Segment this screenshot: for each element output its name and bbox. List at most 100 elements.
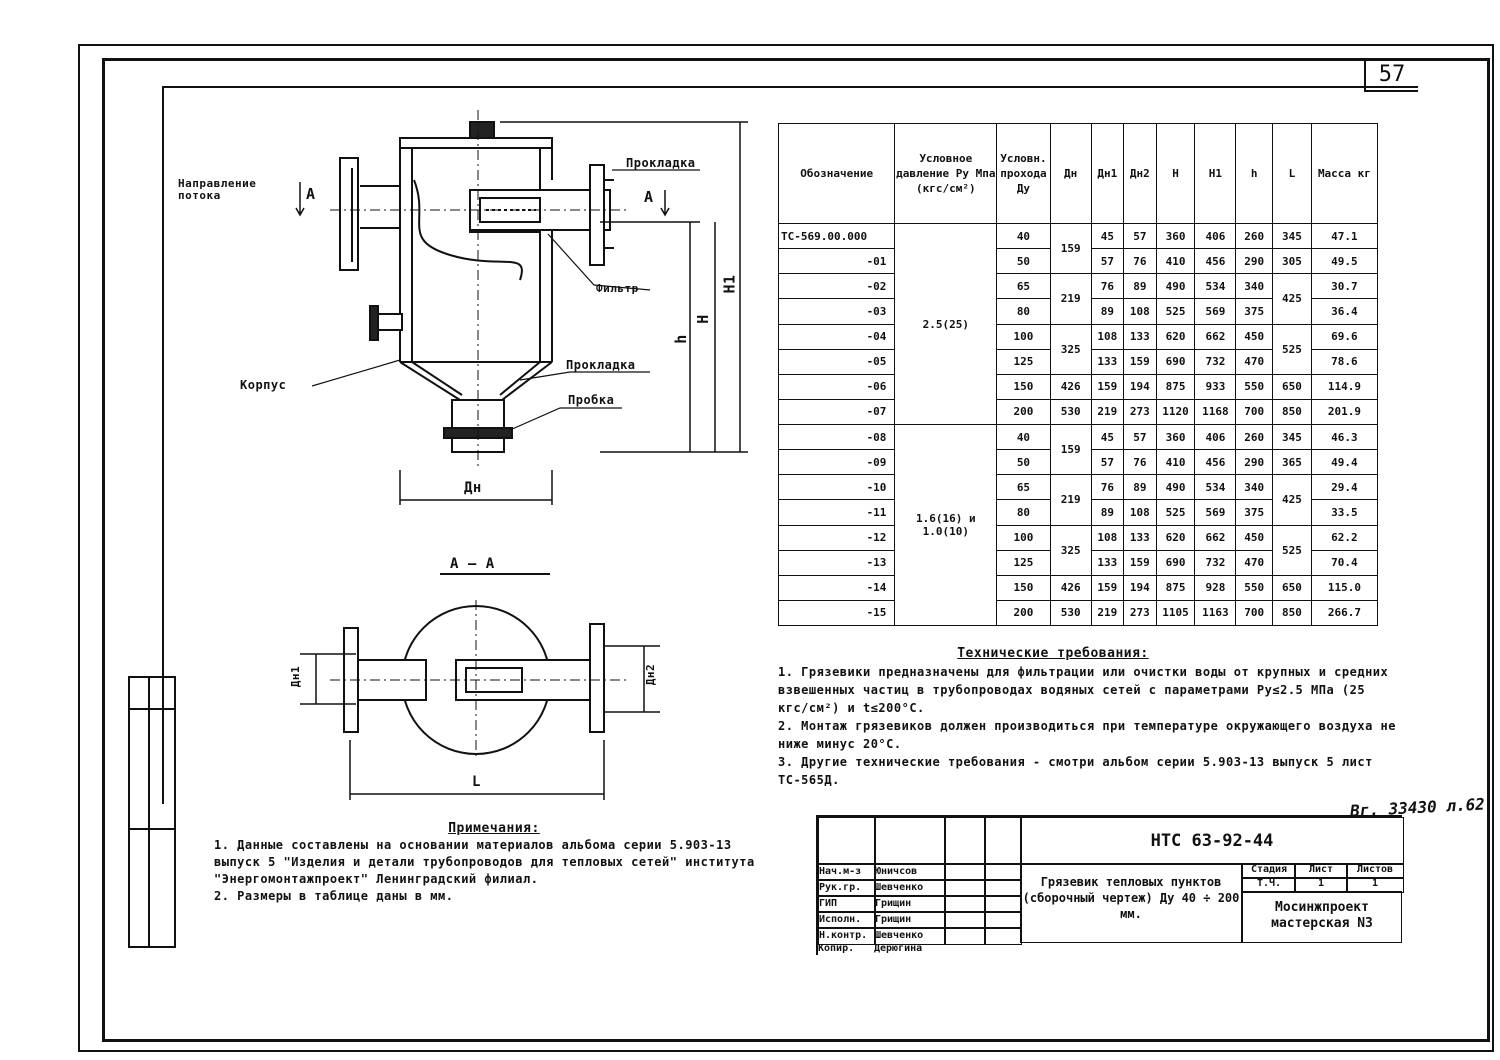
cell-designation: -10	[777, 474, 896, 501]
th-h: h	[1235, 123, 1274, 224]
cell-dn: 325	[1049, 524, 1092, 576]
cell-bore: 80	[996, 298, 1051, 325]
cell-bore: 50	[996, 449, 1051, 476]
cell-mass: 30.7	[1310, 273, 1379, 300]
cell-bore: 65	[996, 273, 1051, 300]
cell-H: 690	[1155, 549, 1196, 576]
cell-dn1: 133	[1090, 549, 1125, 576]
cell-H1: 406	[1194, 222, 1237, 250]
cell-dn2: 76	[1123, 449, 1157, 476]
cell-mass: 70.4	[1310, 549, 1379, 576]
cell-dn2: 89	[1123, 273, 1157, 300]
cell-L: 850	[1272, 398, 1312, 426]
cell-L: 525	[1272, 524, 1312, 576]
th-dn: Дн	[1049, 123, 1092, 224]
cell-bore: 40	[996, 423, 1051, 451]
signature-cell	[944, 911, 986, 929]
cell-h: 450	[1235, 524, 1274, 551]
cell-dn: 530	[1049, 599, 1092, 627]
section-title: А — А	[450, 556, 495, 572]
cell-bore: 40	[996, 222, 1051, 250]
cell-H1: 534	[1194, 273, 1237, 300]
dim-dn-label: Дн	[464, 480, 482, 496]
date-cell	[984, 863, 1022, 881]
cell-dn: 426	[1049, 373, 1092, 400]
cell-H1: 662	[1194, 524, 1237, 551]
date-cell	[984, 879, 1022, 897]
cell-dn: 219	[1049, 474, 1092, 526]
cell-designation: -14	[777, 574, 896, 601]
signer-role: ГИП	[818, 895, 876, 913]
cell-dn1: 133	[1090, 348, 1125, 375]
outer-frame	[78, 44, 1494, 1052]
th-dn1: Дн1	[1090, 123, 1125, 224]
cell-H1: 569	[1194, 298, 1237, 325]
cell-designation: -09	[777, 449, 896, 476]
cell-h: 450	[1235, 323, 1274, 350]
dim-h-label: h	[671, 334, 690, 344]
cell-H1: 534	[1194, 474, 1237, 501]
cell-h: 470	[1235, 549, 1274, 576]
cell-H: 875	[1155, 373, 1196, 400]
cell-mass: 266.7	[1310, 599, 1379, 627]
cell-dn: 426	[1049, 574, 1092, 601]
cell-H: 875	[1155, 574, 1196, 601]
cell-h: 260	[1235, 423, 1274, 451]
cell-h: 340	[1235, 273, 1274, 300]
signer-name: Шевченко	[874, 879, 946, 897]
cell-dn1: 219	[1090, 398, 1125, 426]
cell-bore: 150	[996, 574, 1051, 601]
cell-H1: 1168	[1194, 398, 1237, 426]
cell-H1: 1163	[1194, 599, 1237, 627]
cell-bore: 50	[996, 248, 1051, 275]
cell-designation: -04	[777, 323, 896, 350]
sheet-header: Лист	[1294, 863, 1348, 879]
cell-L: 345	[1272, 222, 1312, 250]
cell-H1: 456	[1194, 248, 1237, 275]
cell-h: 700	[1235, 599, 1274, 627]
cell-h: 290	[1235, 449, 1274, 476]
cell-dn1: 219	[1090, 599, 1125, 627]
note-item: 2. Размеры в таблице даны в мм.	[214, 889, 454, 903]
flow-direction-label: Направление потока	[178, 177, 257, 202]
cell-L: 850	[1272, 599, 1312, 627]
cell-dn1: 45	[1090, 423, 1125, 451]
cell-designation: -11	[777, 499, 896, 526]
cell-dn2: 57	[1123, 222, 1157, 250]
cell-h: 550	[1235, 574, 1274, 601]
cell-dn2: 194	[1123, 373, 1157, 400]
dim-H-label: H	[693, 314, 712, 324]
th-dn2: Дн2	[1123, 123, 1157, 224]
th-pressure: Условное давление Ру Мпа (кгс/см²)	[894, 123, 998, 224]
cell-pressure: 1.6(16) и 1.0(10)	[894, 424, 998, 626]
cell-h: 375	[1235, 298, 1274, 325]
section-marker-left: А	[306, 185, 316, 203]
th-L: L	[1272, 123, 1312, 224]
cell-mass: 46.3	[1310, 423, 1379, 451]
cell-L: 305	[1272, 248, 1312, 275]
cell-dn1: 159	[1090, 574, 1125, 601]
cell-dn2: 194	[1123, 574, 1157, 601]
signature-cell	[944, 927, 986, 945]
cell-dn: 159	[1049, 423, 1092, 476]
inner-frame	[102, 58, 1490, 1042]
signature-cell	[944, 879, 986, 897]
tech-item: 3. Другие технические требования - смотр…	[778, 755, 1373, 787]
cell-h: 700	[1235, 398, 1274, 426]
th-H1: H1	[1194, 123, 1237, 224]
cell-L: 425	[1272, 273, 1312, 325]
cell-pressure: 2.5(25)	[894, 223, 998, 425]
cell-bore: 200	[996, 599, 1051, 627]
cell-bore: 65	[996, 474, 1051, 501]
cell-dn1: 108	[1090, 524, 1125, 551]
cell-dn2: 273	[1123, 398, 1157, 426]
